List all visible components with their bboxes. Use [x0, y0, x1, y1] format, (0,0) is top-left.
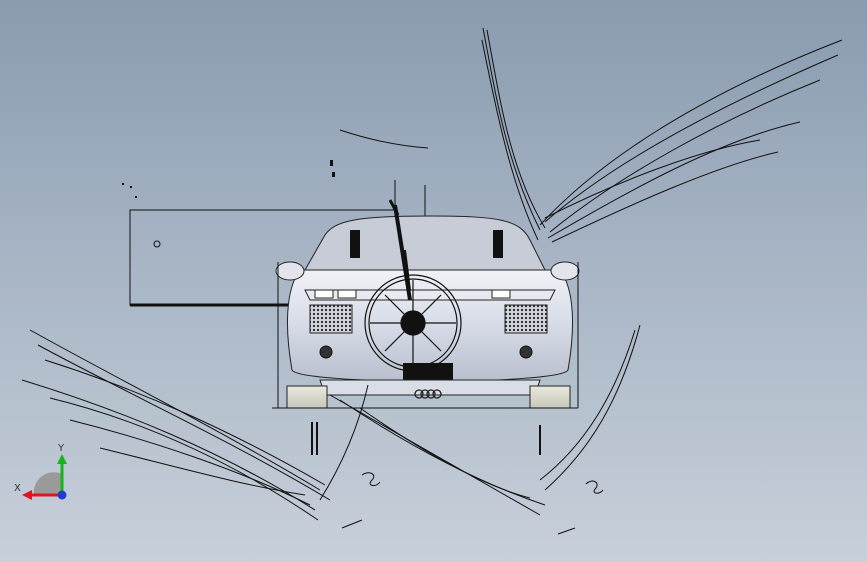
axis-triad: X Y [14, 443, 67, 500]
small-sketch-marks [341, 472, 604, 535]
y-axis-label: Y [57, 443, 65, 454]
construction-arc [339, 129, 429, 149]
center-assembly[interactable] [364, 199, 462, 372]
car-body-rear-view[interactable] [272, 215, 580, 409]
sweep-curves-lower-right [319, 324, 641, 516]
right-mirror [550, 261, 580, 281]
right-grille [504, 304, 548, 334]
left-mirror [275, 261, 305, 281]
four-rings-logo-icon [414, 389, 442, 399]
left-tire [286, 385, 328, 409]
license-plate [403, 363, 453, 381]
left-grille [309, 304, 353, 334]
z-axis-dot [57, 490, 67, 500]
figure-markers [311, 422, 541, 455]
sweep-curves-upper-right [481, 27, 843, 243]
sweep-curves-lower-left [21, 329, 331, 521]
sketch-point [153, 240, 161, 248]
x-axis-label: X [14, 483, 21, 494]
sketch-dots [122, 160, 335, 198]
right-tire [529, 385, 571, 409]
